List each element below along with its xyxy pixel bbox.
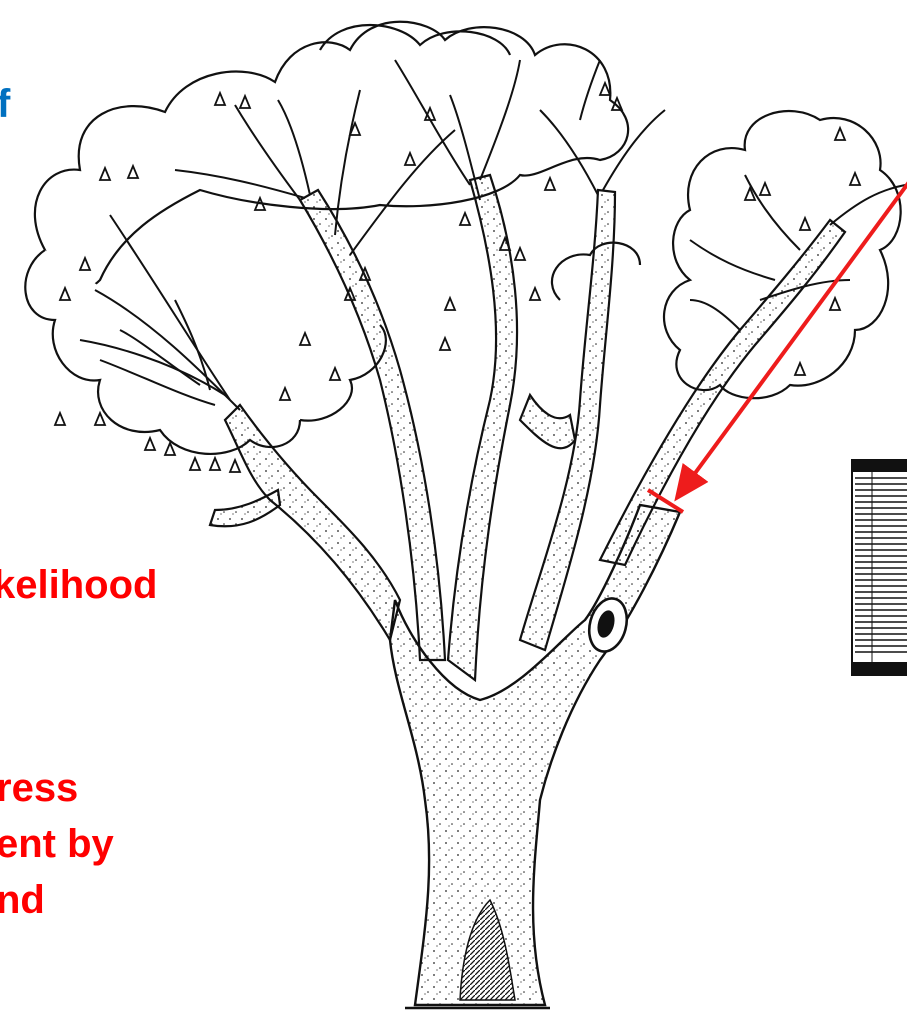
canopy-foliage: [25, 22, 900, 454]
ruler-scale-icon: [852, 460, 907, 675]
